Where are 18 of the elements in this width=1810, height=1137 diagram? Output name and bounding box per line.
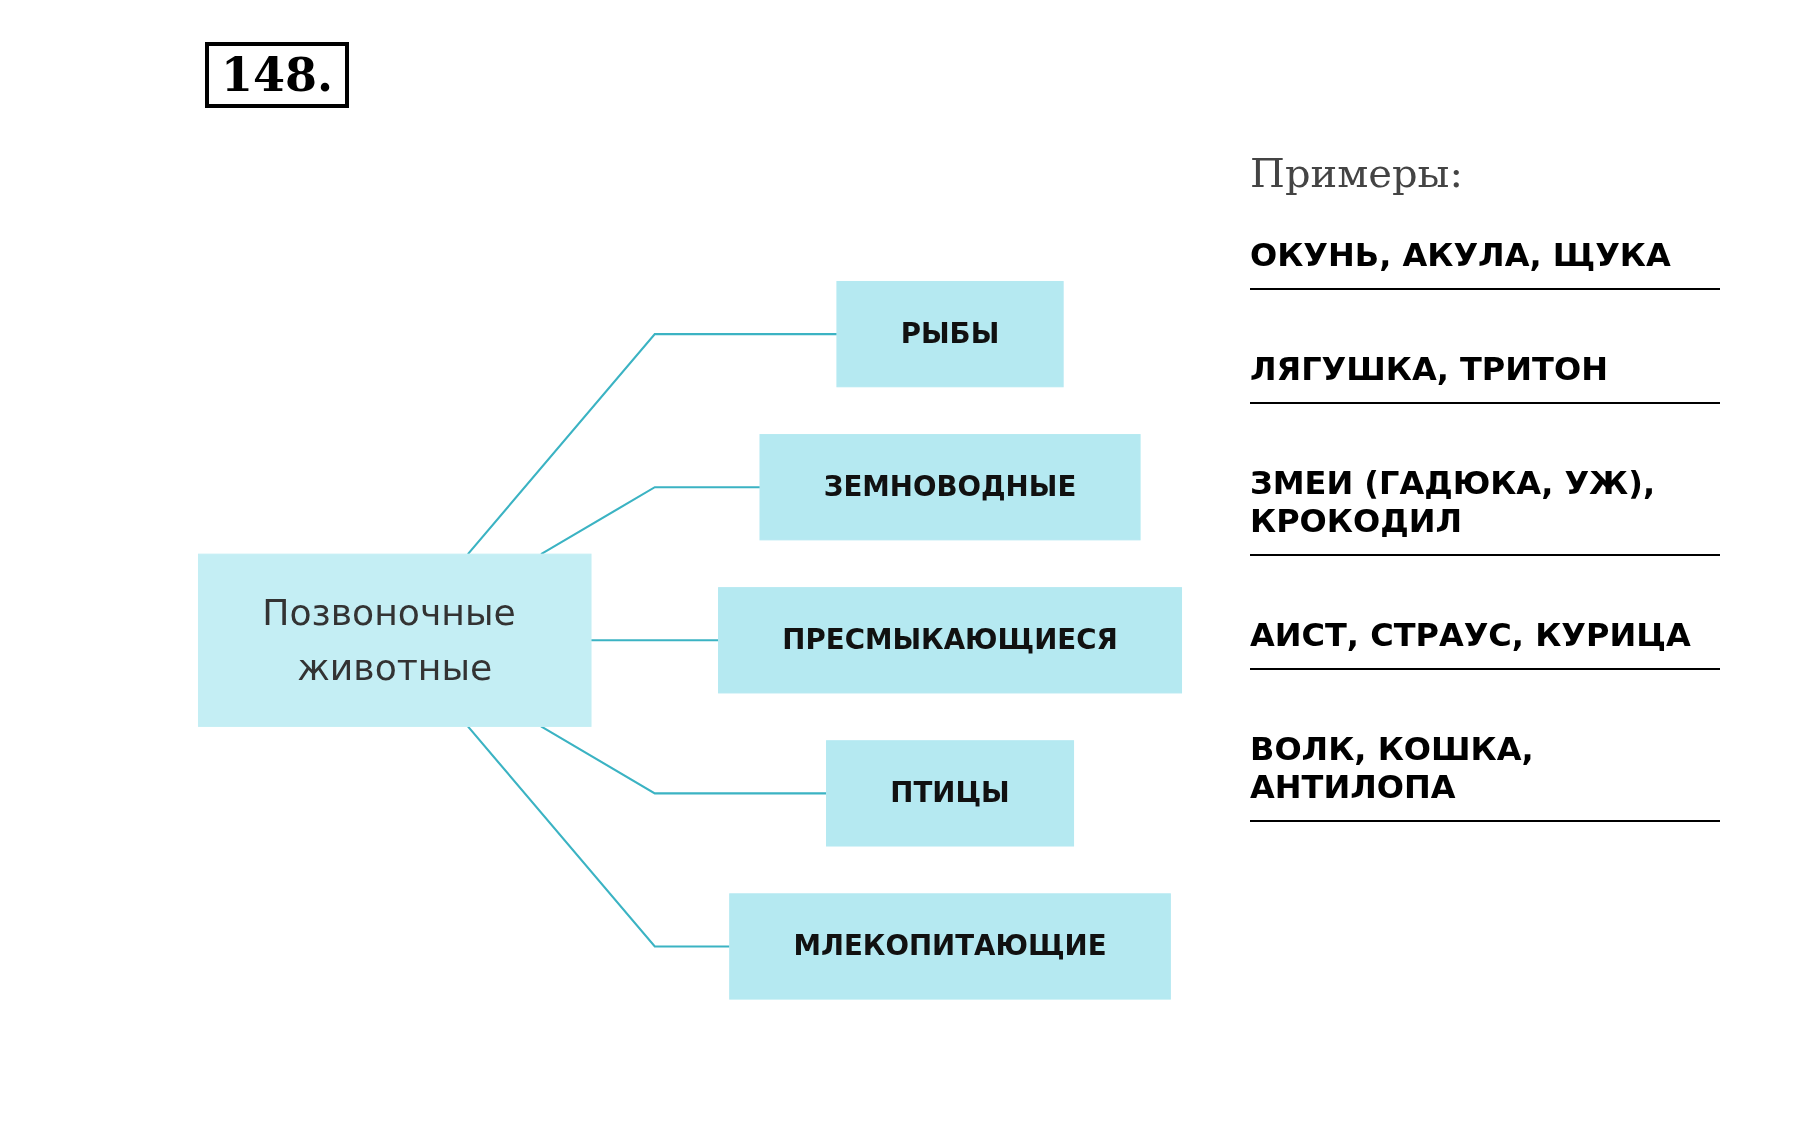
node-box: ПТИЦЫ	[826, 739, 1075, 847]
examples-heading: Примеры:	[1250, 150, 1463, 196]
example-answer: ОКУНЬ, АКУЛА, ЩУКА	[1250, 226, 1720, 290]
connector	[467, 725, 730, 948]
connector	[467, 332, 837, 555]
example-answer: ЗМЕИ (ГАДЮКА, УЖ), КРОКОДИЛ	[1250, 454, 1720, 556]
node-box: МЛЕКОПИТАЮЩИЕ	[729, 893, 1171, 1000]
connector	[540, 725, 827, 795]
node-box: ЗЕМНОВОДНЫЕ	[759, 433, 1141, 541]
node-box: РЫБЫ	[836, 280, 1064, 387]
example-answer: ЛЯГУШКА, ТРИТОН	[1250, 340, 1720, 404]
example-answer: АИСТ, СТРАУС, КУРИЦА	[1250, 606, 1720, 670]
example-answer: ВОЛК, КОШКА, АНТИЛОПА	[1250, 720, 1720, 822]
connector	[591, 638, 719, 642]
task-number: 148.	[205, 42, 350, 108]
node-box: Позвоночные животные	[198, 553, 592, 727]
node-box: ПРЕСМЫКАЮЩИЕСЯ	[718, 586, 1182, 694]
connector	[540, 485, 760, 555]
